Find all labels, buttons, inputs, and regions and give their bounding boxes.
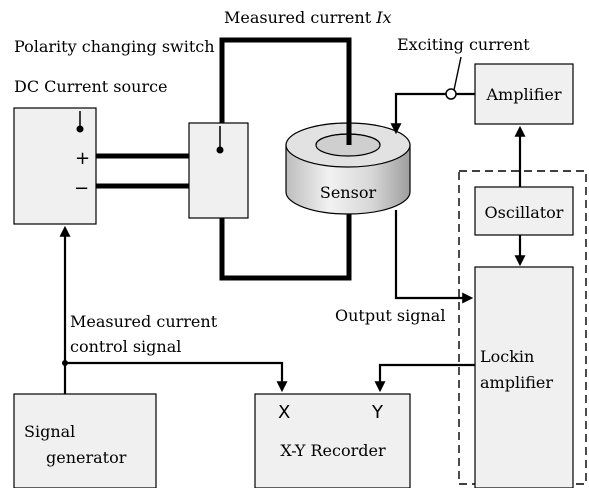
control-signal-label-line2: control signal (70, 337, 181, 356)
plus-sign: + (75, 148, 90, 169)
polarity-switch-label: Polarity changing switch (14, 37, 215, 56)
dc-current-source-label: DC Current source (14, 77, 168, 96)
xy-recorder-box (254, 393, 411, 488)
polarity-switch-box (188, 122, 249, 219)
measured-current-label: Measured current Ix (224, 8, 392, 27)
minus-sign: − (74, 178, 89, 199)
signal-generator-label-line1: Signal (24, 422, 75, 441)
control-signal-to-recorder-x-wire (65, 361, 288, 393)
recorder-y-label: Y (371, 402, 384, 423)
recorder-title: X-Y Recorder (280, 441, 386, 460)
lockin-to-recorder-y-wire (374, 363, 475, 393)
amplifier-box (474, 63, 574, 125)
oscillator-box (474, 186, 574, 236)
amplifier-label: Amplifier (486, 85, 562, 104)
measured-current-symbol: Ix (375, 8, 391, 27)
exciting-current-wire (390, 92, 475, 135)
exciting-current-leader (453, 56, 462, 91)
lockin-label-line2: amplifier (480, 373, 553, 392)
exciting-current-node (445, 88, 457, 100)
oscillator-label: Oscillator (485, 203, 564, 222)
lockin-amplifier-box (474, 266, 574, 488)
recorder-x-label: X (278, 402, 290, 423)
output-signal-wire (394, 210, 474, 304)
signal-generator-label-line2: generator (46, 448, 127, 467)
output-signal-label: Output signal (335, 306, 445, 325)
signal-generator-box (13, 393, 157, 488)
lockin-label-line1: Lockin (480, 347, 534, 366)
exciting-current-label: Exciting current (397, 35, 530, 54)
sensor-label: Sensor (320, 183, 377, 202)
control-signal-junction (62, 360, 68, 366)
measured-current-prefix: Measured current (224, 8, 376, 27)
control-signal-label-line1: Measured current (70, 312, 218, 331)
